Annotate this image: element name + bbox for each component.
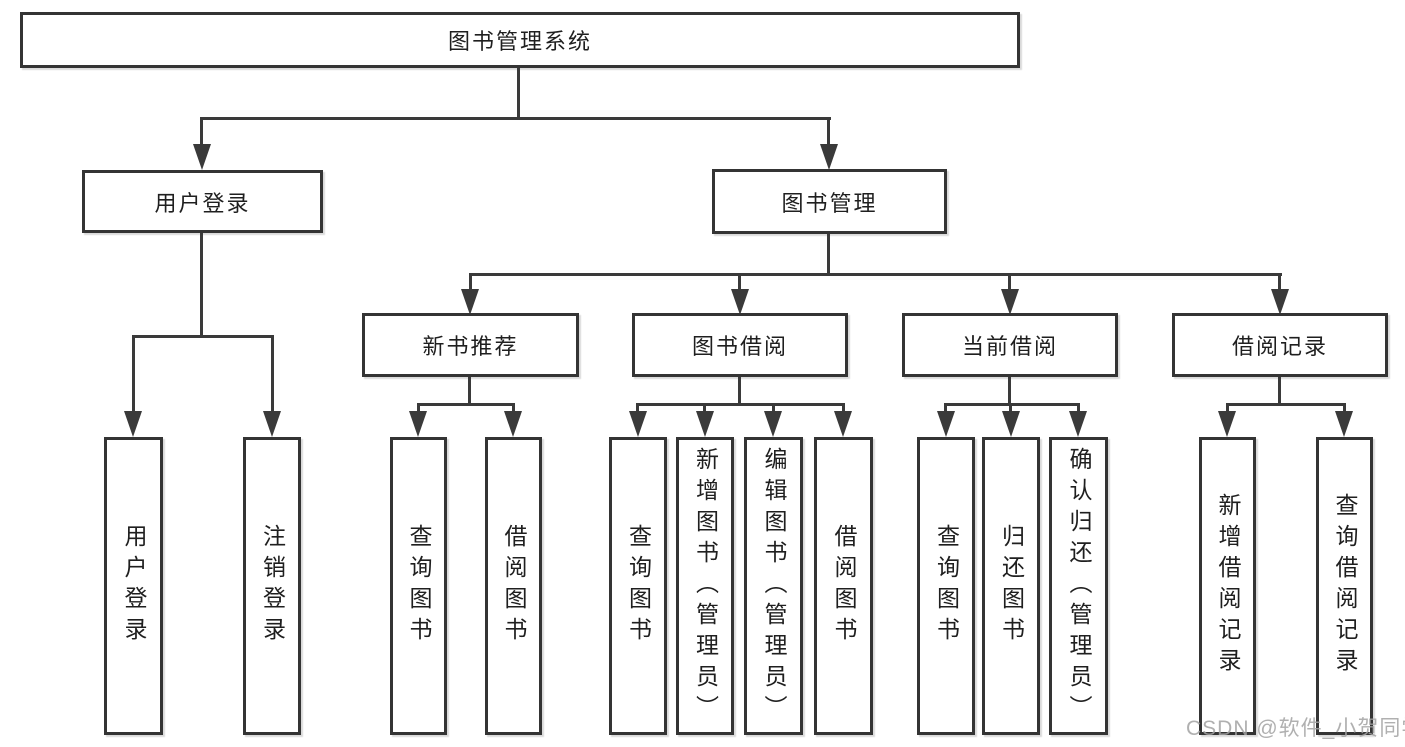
node-new-book-recommendation-label: 新书推荐 xyxy=(422,334,519,359)
arrowhead-icon xyxy=(820,144,838,170)
node-user-login: 用户登录 xyxy=(82,170,323,233)
leaf-query-books-borrowing-label: 查询图书 xyxy=(625,524,652,648)
leaf-add-books-admin: 新增图书（管理员） xyxy=(676,437,734,735)
leaf-borrow-books-recommend: 借阅图书 xyxy=(485,437,542,735)
watermark: CSDN @软件_小贺同学 xyxy=(1186,717,1405,740)
arrowhead-icon xyxy=(731,289,749,315)
edge-new-book-stem xyxy=(468,377,471,405)
leaf-confirm-return-admin: 确认归还（管理员） xyxy=(1049,437,1108,735)
edge-new-book-rail xyxy=(417,403,515,406)
arrowhead-icon xyxy=(1218,411,1236,437)
edge-leaf-stub xyxy=(1009,403,1012,413)
edge-borrowing-records-stem xyxy=(1278,377,1281,405)
leaf-confirm-return-admin-label: 确认归还（管理员） xyxy=(1066,446,1092,726)
leaf-query-borrow-record-label: 查询借阅记录 xyxy=(1332,493,1358,679)
leaf-add-borrow-record: 新增借阅记录 xyxy=(1199,437,1256,735)
arrowhead-icon xyxy=(193,144,211,170)
edge-leaf-stub xyxy=(1077,403,1080,413)
leaf-user-login: 用户登录 xyxy=(104,437,163,735)
arrowhead-icon xyxy=(124,411,142,437)
leaf-borrow-books-label: 借阅图书 xyxy=(831,524,857,648)
edge-book-borrowing-rail xyxy=(636,403,845,406)
leaf-logout-label: 注销登录 xyxy=(259,524,286,648)
edge-root-stem xyxy=(517,68,520,118)
leaf-query-books-borrowing: 查询图书 xyxy=(609,437,667,735)
leaf-query-books-recommend: 查询图书 xyxy=(390,437,447,735)
edge-leaf-stub xyxy=(417,403,420,413)
edge-book-management-stem xyxy=(827,234,830,275)
arrowhead-icon xyxy=(834,411,852,437)
leaf-user-login-label: 用户登录 xyxy=(121,524,147,648)
edge-to-book-borrowing xyxy=(738,273,741,291)
edge-user-login-rail xyxy=(132,335,274,338)
node-borrowing-records: 借阅记录 xyxy=(1172,313,1388,377)
arrowhead-icon xyxy=(1069,411,1087,437)
edge-leaf-stub xyxy=(636,403,639,413)
leaf-return-books: 归还图书 xyxy=(982,437,1040,735)
edge-root-rail xyxy=(200,117,831,120)
arrowhead-icon xyxy=(1001,289,1019,315)
edge-current-borrowing-rail xyxy=(944,403,1080,406)
edge-book-management-rail xyxy=(469,273,1282,276)
arrowhead-icon xyxy=(1002,411,1020,437)
edge-to-borrowing-records xyxy=(1278,273,1281,291)
edge-to-book-management xyxy=(827,117,830,148)
arrowhead-icon xyxy=(764,411,782,437)
edge-to-leaf-user-login xyxy=(132,335,135,415)
arrowhead-icon xyxy=(937,411,955,437)
arrowhead-icon xyxy=(409,411,427,437)
arrowhead-icon xyxy=(263,411,281,437)
node-current-borrowing-label: 当前借阅 xyxy=(961,334,1058,359)
leaf-query-books-current: 查询图书 xyxy=(917,437,975,735)
edge-borrowing-records-rail xyxy=(1226,403,1346,406)
node-book-borrowing-label: 图书借阅 xyxy=(691,334,788,359)
arrowhead-icon xyxy=(504,411,522,437)
edge-to-new-book xyxy=(469,273,472,291)
leaf-query-books-recommend-label: 查询图书 xyxy=(406,524,432,648)
edge-leaf-stub xyxy=(703,403,706,413)
edge-leaf-stub xyxy=(842,403,845,413)
edge-current-borrowing-stem xyxy=(1008,377,1011,405)
arrowhead-icon xyxy=(1271,289,1289,315)
arrowhead-icon xyxy=(696,411,714,437)
node-book-management: 图书管理 xyxy=(712,169,947,234)
edge-leaf-stub xyxy=(944,403,947,413)
arrowhead-icon xyxy=(629,411,647,437)
edge-user-login-stem xyxy=(200,233,203,337)
edge-leaf-stub xyxy=(772,403,775,413)
leaf-query-borrow-record: 查询借阅记录 xyxy=(1316,437,1373,735)
node-root: 图书管理系统 xyxy=(20,12,1020,68)
node-new-book-recommendation: 新书推荐 xyxy=(362,313,579,377)
edge-leaf-stub xyxy=(1343,403,1346,413)
node-root-label: 图书管理系统 xyxy=(447,29,592,54)
edge-to-user-login xyxy=(200,117,203,148)
leaf-edit-books-admin: 编辑图书（管理员） xyxy=(744,437,803,735)
edge-leaf-stub xyxy=(1226,403,1229,413)
arrowhead-icon xyxy=(461,289,479,315)
leaf-borrow-books-recommend-label: 借阅图书 xyxy=(501,524,527,648)
node-book-management-label: 图书管理 xyxy=(781,190,878,216)
leaf-add-borrow-record-label: 新增借阅记录 xyxy=(1215,493,1241,679)
leaf-borrow-books: 借阅图书 xyxy=(814,437,873,735)
edge-leaf-stub xyxy=(512,403,515,413)
arrowhead-icon xyxy=(1335,411,1353,437)
leaf-logout: 注销登录 xyxy=(243,437,301,735)
edge-to-leaf-logout xyxy=(271,335,274,415)
node-book-borrowing: 图书借阅 xyxy=(632,313,848,377)
edge-book-borrowing-stem xyxy=(738,377,741,405)
node-user-login-label: 用户登录 xyxy=(154,190,251,216)
edge-to-current-borrowing xyxy=(1008,273,1011,291)
leaf-return-books-label: 归还图书 xyxy=(998,524,1025,648)
leaf-query-books-current-label: 查询图书 xyxy=(933,524,960,648)
leaf-add-books-admin-label: 新增图书（管理员） xyxy=(692,446,719,726)
node-current-borrowing: 当前借阅 xyxy=(902,313,1118,377)
node-borrowing-records-label: 借阅记录 xyxy=(1231,334,1328,359)
leaf-edit-books-admin-label: 编辑图书（管理员） xyxy=(761,446,787,726)
